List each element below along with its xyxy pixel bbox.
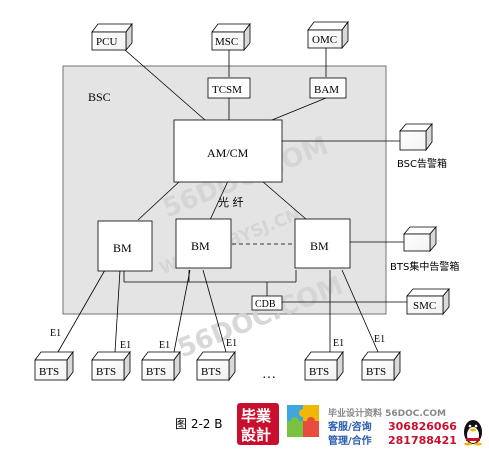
bsc-alarm-label: BSC告警箱	[397, 157, 447, 170]
bts-label-6: BTS	[366, 366, 386, 378]
bsc-alarm-node: BSC告警箱	[397, 122, 447, 170]
e1-label-6: E1	[374, 334, 385, 345]
bts-label-4: BTS	[201, 366, 221, 378]
bts-node-6: BTS	[361, 350, 401, 382]
bm-label-middle: BM	[191, 239, 210, 253]
bts-label-1: BTS	[39, 366, 59, 378]
bts-label-5: BTS	[309, 366, 329, 378]
bm-node-left: BM	[97, 220, 153, 272]
footer-banner: 毕業 設計 毕业设计资料 56DOC.COM 客服/咨询 306826066 管…	[237, 403, 482, 447]
omc-label: OMC	[312, 34, 337, 46]
cdb-label: CDB	[255, 299, 276, 310]
bts-node-1: BTS	[34, 350, 74, 382]
msc-label: MSC	[215, 36, 238, 48]
logo-badge	[237, 403, 279, 445]
e1-labels: E1 E1 E1 E1 E1 E1	[50, 328, 385, 351]
msc-node: MSC	[211, 22, 251, 52]
bm-label-left: BM	[113, 241, 132, 255]
pcu-node: PCU	[91, 22, 133, 52]
penguin-icon	[464, 420, 482, 446]
bts-ellipsis: …	[262, 367, 276, 382]
tcsm-node: TCSM	[207, 77, 251, 99]
omc-node: OMC	[307, 20, 349, 50]
fiber-label: 光 纤	[218, 195, 244, 209]
bts-node-2: BTS	[91, 350, 131, 382]
manage-number: 281788421	[388, 434, 457, 447]
pcu-label: PCU	[96, 36, 117, 48]
bts-node-5: BTS	[304, 350, 344, 382]
logo-text-bottom: 設計	[241, 426, 271, 444]
smc-node: SMC	[406, 287, 450, 316]
bts-label-3: BTS	[146, 366, 166, 378]
bm-label-right: BM	[310, 239, 329, 253]
e1-label-3: E1	[159, 340, 170, 351]
connection-lines	[57, 48, 407, 353]
bts-label-2: BTS	[96, 366, 116, 378]
figure-caption: 图 2-2 B	[175, 417, 222, 431]
amcm-label: AM/CM	[207, 146, 249, 160]
e1-label-2: E1	[120, 340, 131, 351]
service-label: 客服/咨询	[327, 420, 372, 433]
bts-node-3: BTS	[141, 350, 181, 382]
smc-label: SMC	[413, 300, 436, 312]
bts-alarm-node: BTS集中告警箱	[390, 225, 459, 273]
bts-alarm-label: BTS集中告警箱	[390, 260, 459, 273]
bam-node: BAM	[309, 77, 347, 99]
bm-node-right: BM	[294, 218, 351, 269]
bm-node-middle: BM	[175, 218, 232, 269]
bam-label: BAM	[314, 84, 339, 96]
e1-label-4: E1	[226, 338, 237, 349]
logo-text-top: 毕業	[241, 407, 272, 425]
e1-label-1: E1	[50, 328, 61, 339]
amcm-node: AM/CM	[173, 119, 283, 183]
bsc-panel	[62, 65, 387, 315]
bts-node-4: BTS	[196, 350, 236, 382]
tcsm-label: TCSM	[212, 84, 242, 96]
bsc-label: BSC	[88, 90, 111, 104]
manage-label: 管理/合作	[328, 434, 372, 447]
puzzle-icon	[287, 405, 319, 437]
e1-label-5: E1	[333, 338, 344, 349]
service-number: 306826066	[388, 420, 457, 433]
cdb-node: CDB	[251, 295, 283, 311]
site-banner-text: 毕业设计资料 56DOC.COM	[328, 407, 446, 419]
